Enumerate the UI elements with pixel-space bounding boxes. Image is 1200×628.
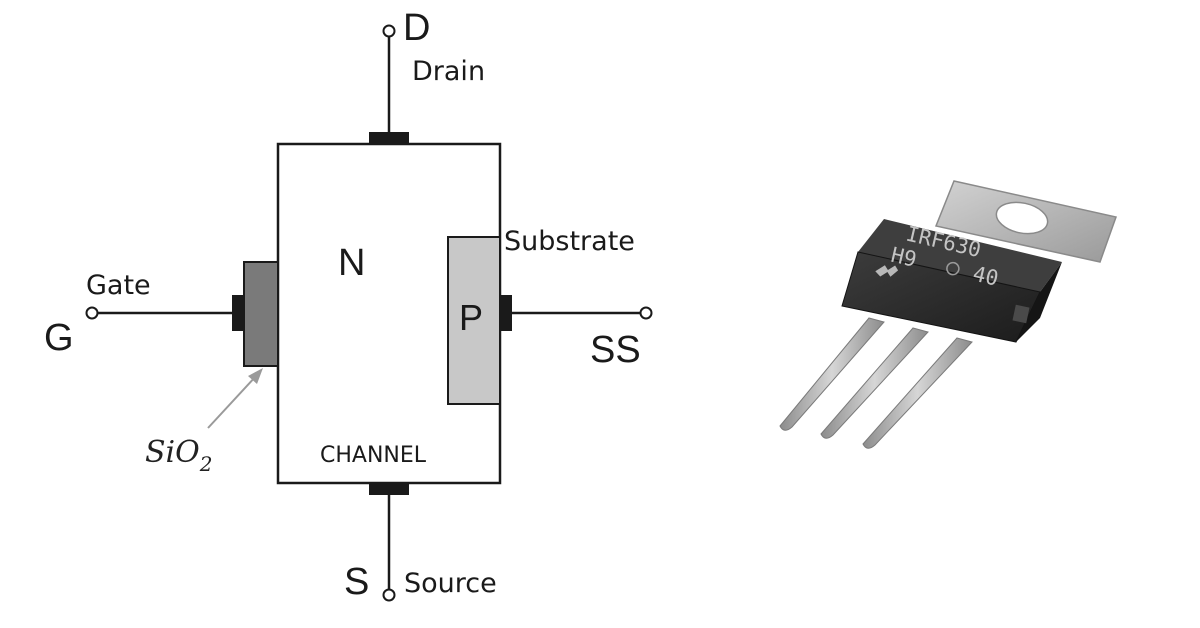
lead-drain — [820, 327, 929, 439]
substrate-contact-pad — [500, 295, 512, 331]
body-notch — [1012, 304, 1030, 324]
source-letter: S — [344, 561, 369, 603]
oxide-label-main: SiO — [145, 435, 200, 470]
oxide-label-subscript: 2 — [199, 452, 213, 476]
component-leads — [779, 317, 973, 449]
oxide-label: SiO2 — [145, 435, 212, 476]
drain-contact-pad — [369, 132, 409, 144]
substrate-node-circle — [639, 306, 653, 320]
substrate-terminal: SS Substrate — [500, 226, 653, 371]
manufacturer-logo-icon — [875, 265, 899, 277]
lead-source — [862, 337, 973, 449]
drain-terminal: D Drain — [369, 7, 485, 144]
gate-node-circle — [85, 306, 99, 320]
drain-node-circle — [382, 24, 396, 38]
n-region-label: N — [338, 242, 365, 284]
p-region-label: P — [459, 297, 483, 338]
marking-logo-circle-icon — [946, 261, 960, 276]
to220-component-photo: IRF630 H9 40 — [779, 180, 1117, 449]
gate-letter: G — [44, 317, 74, 359]
lead-gate — [779, 317, 885, 431]
oxide-callout: SiO2 — [145, 368, 263, 476]
gate-oxide-layer — [243, 261, 279, 367]
substrate-letter: SS — [590, 329, 641, 371]
source-name: Source — [404, 568, 497, 599]
substrate-name: Substrate — [504, 226, 635, 257]
gate-name: Gate — [86, 270, 151, 301]
drain-name: Drain — [412, 56, 485, 87]
gate-contact-pad — [232, 295, 244, 331]
marking-date-code-right: 40 — [971, 262, 1001, 291]
source-node-circle — [382, 588, 396, 602]
epoxy-body-side — [1016, 262, 1062, 342]
p-region-block — [447, 236, 501, 405]
mosfet-schematic: D Drain N CHANNEL P SS Substrate G Gate — [44, 7, 653, 603]
oxide-arrow-line — [207, 374, 258, 429]
source-terminal: S Source — [344, 483, 497, 603]
gate-terminal: G Gate — [44, 261, 279, 367]
epoxy-body-top — [858, 219, 1062, 292]
channel-label: CHANNEL — [320, 443, 427, 468]
drain-letter: D — [403, 7, 430, 49]
mounting-hole — [995, 201, 1049, 235]
source-contact-pad — [369, 483, 409, 495]
oxide-arrow-head — [248, 368, 263, 384]
